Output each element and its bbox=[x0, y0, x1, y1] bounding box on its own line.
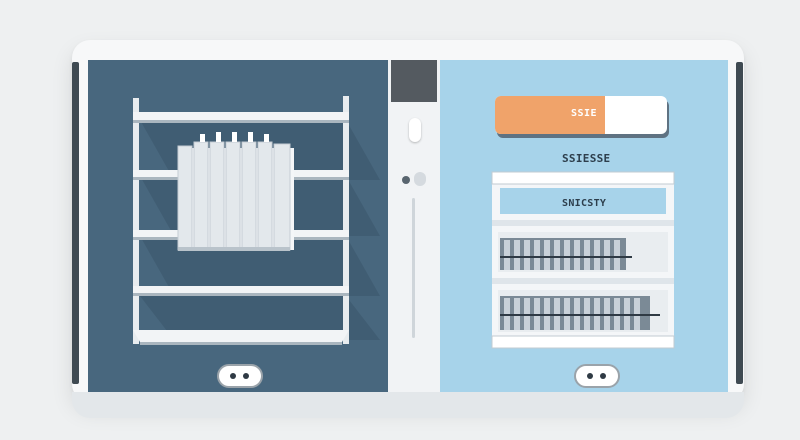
toggle-button-icon[interactable] bbox=[409, 118, 421, 142]
indicator-dot-icon bbox=[402, 176, 410, 184]
right-edge-bar bbox=[736, 62, 743, 384]
label-tag: SSIE bbox=[495, 96, 667, 134]
slider-icon[interactable] bbox=[412, 198, 415, 338]
label-text: SSIE bbox=[571, 108, 598, 119]
left-edge-bar bbox=[72, 62, 79, 384]
port-icon[interactable] bbox=[574, 364, 620, 388]
cabinet-title: SNICSTY bbox=[562, 198, 607, 209]
indicator-light-icon bbox=[414, 172, 426, 186]
label-accent bbox=[495, 96, 605, 134]
cabinet-heading: SSIESSE bbox=[562, 152, 611, 165]
port-icon[interactable] bbox=[217, 364, 263, 388]
center-top-block bbox=[391, 60, 437, 102]
device-base bbox=[72, 392, 744, 418]
